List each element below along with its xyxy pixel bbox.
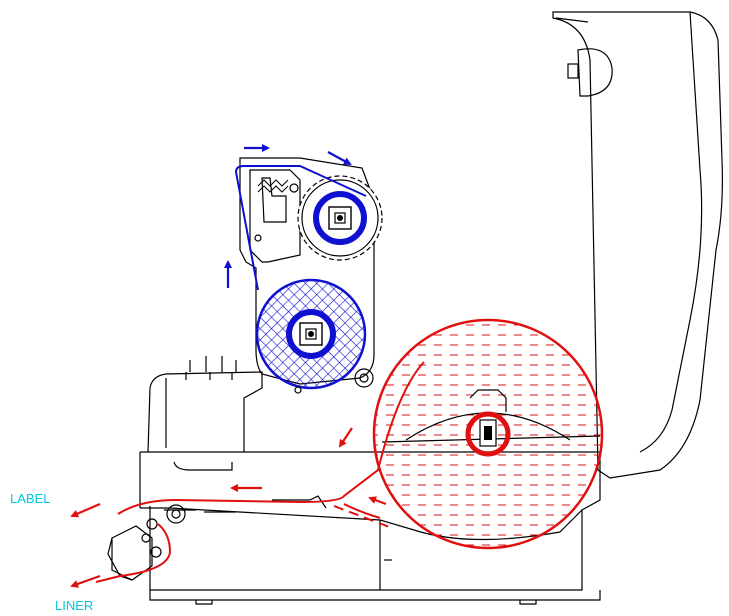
cover-hinge-knob (567, 48, 613, 97)
dispenser-module (107, 518, 162, 581)
ribbon-supply-roll (255, 278, 367, 390)
media-roll (372, 318, 604, 550)
label-output-label: LABEL (10, 491, 50, 506)
spring-icon (257, 179, 289, 193)
media-direction-arrows (70, 427, 387, 588)
platen-roller (166, 504, 186, 524)
ribbon-take-up-spindle (297, 175, 383, 261)
liner-output-label: LINER (55, 598, 93, 613)
top-cover (552, 11, 723, 479)
ribbon-direction-arrows (224, 144, 352, 288)
rear-roller (294, 368, 374, 394)
media-path (95, 361, 425, 583)
ribbon-path (234, 165, 367, 291)
